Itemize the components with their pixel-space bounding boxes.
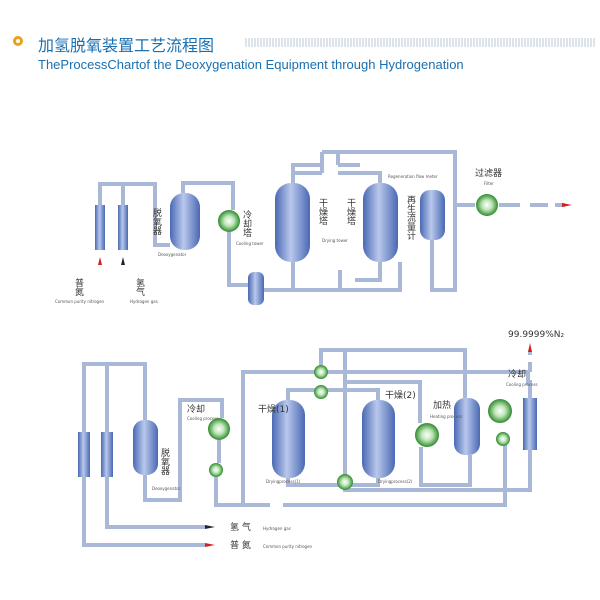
filter-label-en: Filter [484,181,494,186]
hydrogen-label-en: Hydrogen gas [130,299,158,304]
bottom-pipes [82,348,532,547]
drying2-label-en: Dryingprocess(2) [378,479,413,484]
outlet-arrow-icon [562,203,572,207]
heater-vessel [454,398,480,455]
title-en: TheProcessChartof the Deoxygenation Equi… [38,57,464,72]
drying2-label: 干燥(2) [385,390,416,401]
hydrogen-outlet-icon [205,525,215,529]
cooling-tower-label-en: Cooling tower [236,241,264,246]
cooler-column [523,398,537,450]
inlet-column-2 [101,432,113,477]
drying-tower-label-1: 干燥塔 [317,198,328,226]
hydrogen-label: 氢气 [134,277,145,296]
nitrogen-label-en: Common purity nitrogen [55,299,105,304]
drying-tower-label-en: Drying tower [322,238,348,243]
bottom-vessels [78,365,537,490]
deoxygenator-label-en: Deoxygenator [158,252,187,257]
hydrogen-legend: 氢 气 [230,521,251,533]
cooling-ball-2 [488,399,512,423]
hydrogen-inlet-icon [121,257,125,265]
cooling-ball-3 [496,432,510,446]
top-vessels [95,183,498,305]
deoxygenator-label-2-en: Deoxygenator [152,486,181,491]
cooling-label: 冷却 [187,403,205,415]
separator-vessel [248,272,264,305]
regeneration-flowmeter-vessel [420,190,445,240]
drying-tower-label-2: 干燥塔 [345,198,356,226]
deoxygenator-label-2: 脱氧器 [159,447,170,475]
deoxygenator-label: 脱氧器 [151,207,162,235]
nitrogen-legend-en: Common purity nitrogen [263,544,313,549]
nitrogen-column [95,205,105,250]
nitrogen-inlet-icon [98,257,102,265]
cooling-label-en: Cooling process [187,416,219,421]
deoxygenator-vessel-2 [133,420,158,475]
regen-flowmeter-label: 再生流量计 [405,195,416,241]
drying1-label: 干燥(1) [258,404,289,415]
cooling-tower-label: 冷却塔 [241,209,252,238]
inlet-column-1 [78,432,90,477]
divider-bar [245,38,595,47]
product-outlet-icon [528,343,532,352]
top-pipes [98,150,565,292]
drying-vessel-1 [272,400,305,478]
drying-vessel-2 [362,400,395,478]
bullet-icon [13,36,23,46]
heating-label-en: Heating process [430,414,462,419]
nitrogen-label: 普氮 [73,277,84,297]
cooling-ball-large [208,418,230,440]
cooling-ball-small [209,463,223,477]
valve-ball-3 [337,474,353,490]
valve-ball-2 [314,385,328,399]
cooling2-label-en: Cooling process [506,382,538,387]
drying-tower-1 [275,183,310,262]
cooling-tower-ball [218,210,240,232]
bottom-labels: 99.9999%N₂ 脱氧器 Deoxygenator 冷却 Cooling p… [152,330,565,551]
drying1-label-en: Dryingprocess(1) [266,479,301,484]
product-label: 99.9999%N₂ [508,330,565,340]
hydrogen-legend-en: Hydrogen gas [263,526,291,531]
heating-label: 加热 [433,399,451,411]
nitrogen-legend: 普 氮 [230,539,251,551]
top-labels: 脱氧器 Deoxygenator 冷却塔 Cooling tower 干燥塔 干… [55,167,502,304]
drying-tower-2 [363,183,398,262]
nitrogen-outlet-icon [205,543,215,547]
hydrogen-column [118,205,128,250]
deoxygenator-vessel [170,193,200,250]
filter-label: 过滤器 [475,167,502,179]
title-cn: 加氢脱氧装置工艺流程图 [38,36,215,55]
cooling2-label: 冷却 [508,368,526,380]
regen-flowmeter-label-en: Regeneration flow meter [388,174,438,179]
valve-ball-1 [314,365,328,379]
filter-ball [476,194,498,216]
heating-ball [415,423,439,447]
